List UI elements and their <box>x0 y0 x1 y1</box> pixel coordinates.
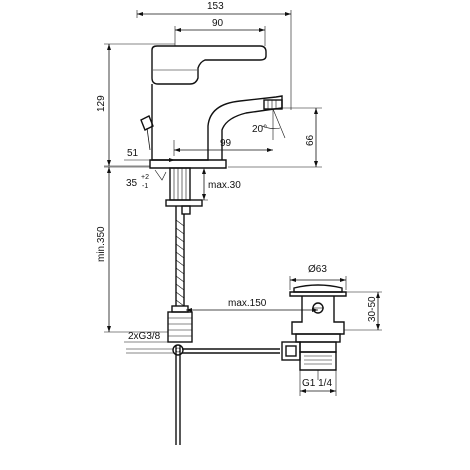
projection-99-label: 99 <box>220 138 232 149</box>
angle-20-label: 20° <box>252 124 267 135</box>
angle-35-label: 35 <box>126 178 138 189</box>
dimension-connection: 2xG3/8 <box>124 331 186 356</box>
angle-tol-plus: +2 <box>141 174 149 181</box>
dimension-max-distance: max.150 <box>186 298 318 312</box>
thread-g1-label: G1 1/4 <box>302 378 332 389</box>
angle-tol-minus: -1 <box>142 183 148 190</box>
dimension-max-deck: max.30 <box>186 167 241 201</box>
dimension-spout-projection: 99 <box>173 138 273 156</box>
dimension-lever-width: 90 <box>174 18 266 46</box>
range-30-50-label: 30-50 <box>367 296 378 322</box>
height-66-label: 66 <box>305 134 316 146</box>
dimension-spout-height: 66 <box>228 107 322 168</box>
flex-hoses <box>167 214 193 343</box>
dimension-height: 129 <box>96 43 175 167</box>
waste-valve <box>281 284 347 380</box>
dimension-waste-diameter: Ø63 <box>289 264 347 290</box>
min-350-label: min.350 <box>96 226 107 262</box>
max-30-label: max.30 <box>208 180 241 191</box>
mounting-assembly <box>165 167 203 215</box>
faucet-body <box>140 45 283 169</box>
dimension-lever-angle: 35 +2 -1 <box>126 169 167 190</box>
height-129-label: 129 <box>96 95 107 112</box>
dimension-base-offset: 51 <box>124 148 175 162</box>
connection-label: 2xG3/8 <box>128 331 161 342</box>
dimension-waste-range: 30-50 <box>344 291 382 331</box>
width-90-label: 90 <box>212 18 224 29</box>
popup-rod <box>126 346 280 445</box>
diameter-63-label: Ø63 <box>308 264 327 275</box>
width-153-label: 153 <box>207 1 224 12</box>
dimension-overall-width: 153 <box>136 1 292 110</box>
dimension-hose-length: min.350 <box>96 166 168 333</box>
dimension-waste-thread: G1 1/4 <box>299 370 337 396</box>
offset-51-label: 51 <box>127 148 139 159</box>
dimension-spout-angle: 20° <box>252 108 286 140</box>
max-150-label: max.150 <box>228 298 267 309</box>
